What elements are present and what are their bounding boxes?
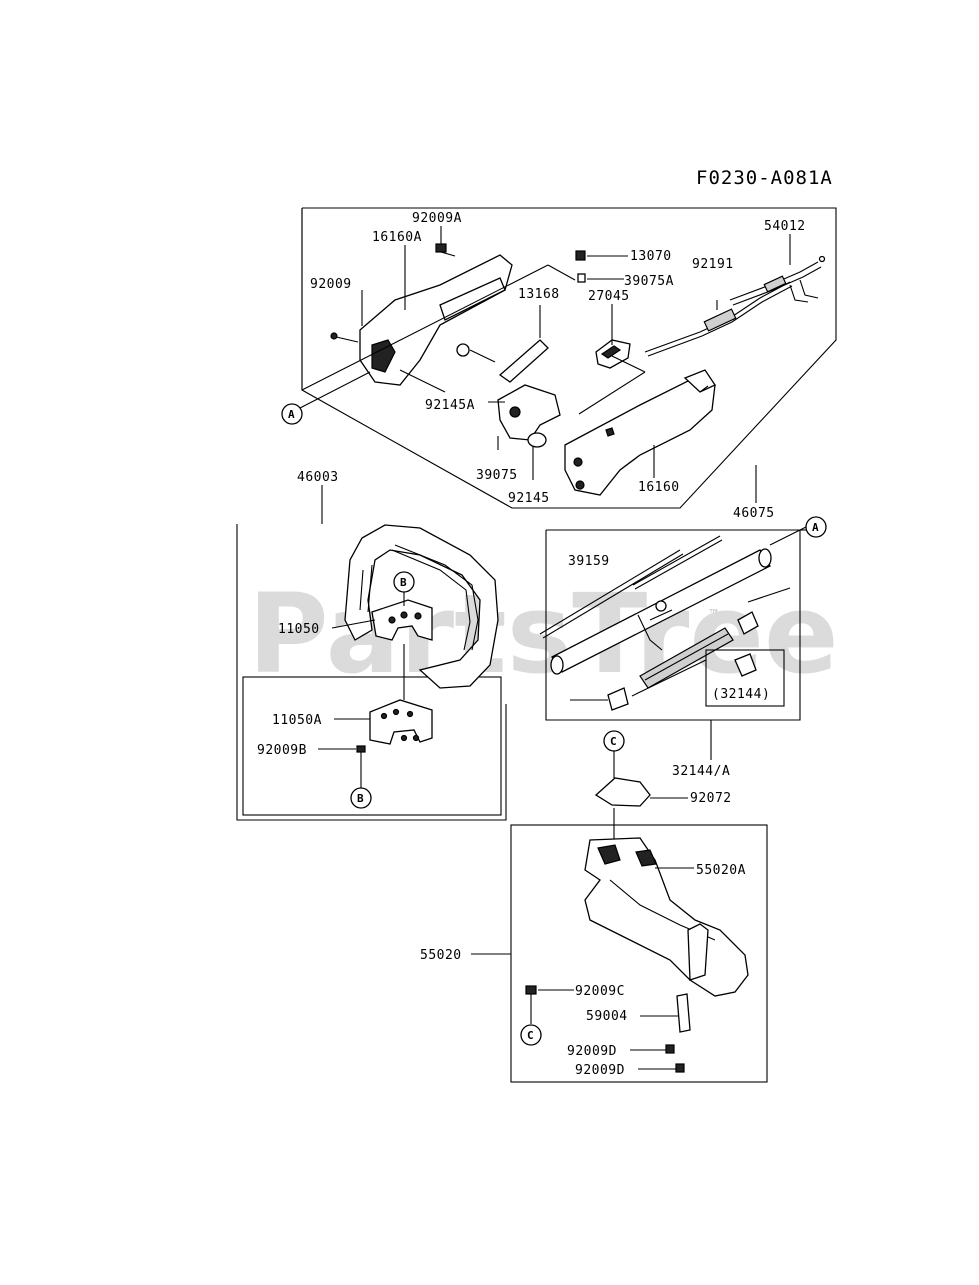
label-32144A: 32144/A bbox=[672, 764, 730, 779]
label-46075: 46075 bbox=[733, 506, 775, 521]
svg-text:A: A bbox=[812, 521, 819, 534]
label-16160A: 16160A bbox=[372, 230, 422, 245]
label-92009D-2: 92009D bbox=[575, 1063, 625, 1078]
svg-text:B: B bbox=[400, 576, 407, 589]
label-92009: 92009 bbox=[310, 277, 352, 292]
wire-harness bbox=[644, 281, 793, 357]
svg-text:C: C bbox=[610, 735, 617, 748]
callout-a-upper: A bbox=[281, 403, 303, 425]
guard-clamp-92072 bbox=[594, 777, 688, 807]
label-32144: (32144) bbox=[712, 687, 770, 702]
watermark: PartsTree bbox=[248, 570, 839, 698]
label-92009A: 92009A bbox=[412, 211, 462, 226]
left-handle-housing bbox=[359, 254, 513, 386]
drive-shaft-rods bbox=[539, 535, 723, 639]
diagram-code: F0230-A081A bbox=[696, 167, 833, 189]
label-11050: 11050 bbox=[278, 622, 320, 637]
bushing-left bbox=[607, 687, 629, 711]
label-27045: 27045 bbox=[588, 289, 630, 304]
bolt-92009B bbox=[356, 745, 366, 788]
label-11050A: 11050A bbox=[272, 713, 322, 728]
label-92191: 92191 bbox=[692, 257, 734, 272]
callout-a-right: A bbox=[805, 516, 827, 538]
subset-32144 bbox=[570, 587, 791, 707]
callout-c-lower: C bbox=[520, 1024, 542, 1046]
right-handle-housing bbox=[564, 369, 716, 496]
leader-11050 bbox=[331, 619, 376, 629]
part-13070 bbox=[575, 250, 586, 261]
bushing-small bbox=[637, 600, 673, 651]
label-54012: 54012 bbox=[764, 219, 806, 234]
loop-handle bbox=[344, 524, 499, 689]
clamp-upper bbox=[371, 599, 433, 641]
bolt-92009A bbox=[435, 226, 456, 257]
watermark-trademark: ™ bbox=[708, 607, 720, 621]
bolt-92009C bbox=[525, 985, 574, 1024]
svg-text:C: C bbox=[527, 1029, 534, 1042]
handle-assembly-frame bbox=[236, 485, 507, 821]
label-39159: 39159 bbox=[568, 554, 610, 569]
part-39075A bbox=[577, 273, 586, 283]
throttle-lever bbox=[498, 305, 549, 383]
ring-92145 bbox=[527, 432, 547, 448]
label-46003: 46003 bbox=[297, 470, 339, 485]
throttle-grip bbox=[497, 384, 561, 441]
bolt-92009D-2 bbox=[638, 1063, 685, 1073]
label-59004: 59004 bbox=[586, 1009, 628, 1024]
shaft-liner bbox=[639, 627, 734, 689]
label-92145A: 92145A bbox=[425, 398, 475, 413]
callout-b-upper: B bbox=[393, 571, 415, 606]
label-39075: 39075 bbox=[476, 468, 518, 483]
shield-guard bbox=[584, 808, 749, 997]
label-13168: 13168 bbox=[518, 287, 560, 302]
label-92009B: 92009B bbox=[257, 743, 307, 758]
upper-leaders bbox=[299, 234, 791, 503]
callout-c-upper: C bbox=[603, 730, 625, 778]
label-92009C: 92009C bbox=[575, 984, 625, 999]
label-55020: 55020 bbox=[420, 948, 462, 963]
clamp-lower bbox=[369, 644, 433, 745]
bolt-92009 bbox=[330, 332, 359, 343]
svg-text:B: B bbox=[357, 792, 364, 805]
label-16160: 16160 bbox=[638, 480, 680, 495]
shaft-assembly-frame bbox=[545, 526, 807, 760]
cutter-59004 bbox=[640, 993, 691, 1033]
callout-b-lower: B bbox=[350, 787, 372, 809]
svg-text:A: A bbox=[288, 408, 295, 421]
bushing-right bbox=[737, 611, 759, 635]
label-92009D-1: 92009D bbox=[567, 1044, 617, 1059]
bolt-92009D-1 bbox=[630, 1044, 675, 1054]
label-92072: 92072 bbox=[690, 791, 732, 806]
label-39075A: 39075A bbox=[624, 274, 674, 289]
label-13070: 13070 bbox=[630, 249, 672, 264]
throttle-cable bbox=[729, 255, 826, 306]
stop-switch bbox=[595, 339, 631, 369]
label-92145: 92145 bbox=[508, 491, 550, 506]
label-55020A: 55020A bbox=[696, 863, 746, 878]
